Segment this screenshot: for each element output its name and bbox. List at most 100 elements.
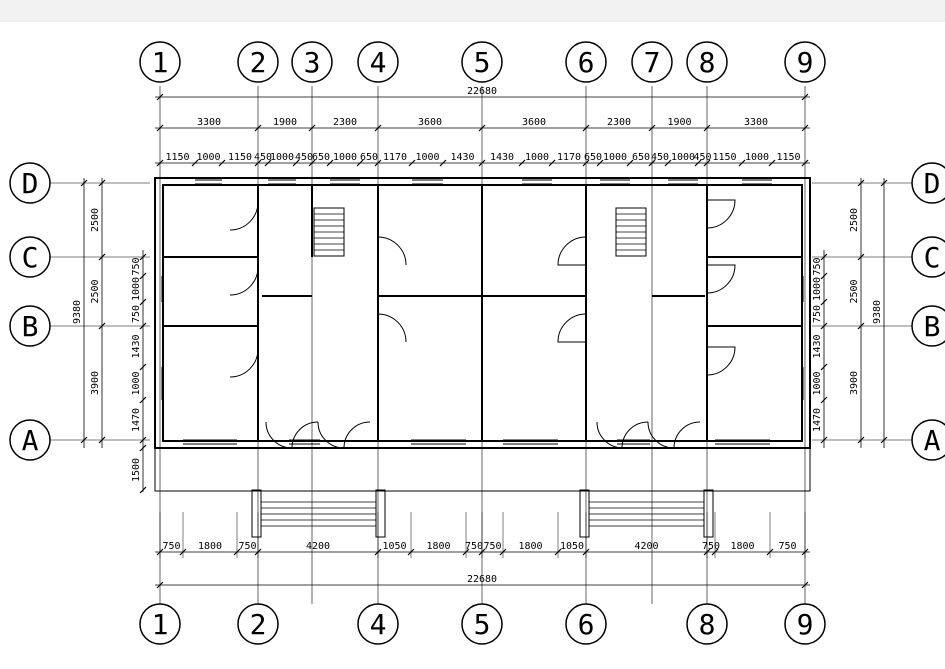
dimension-tick: [191, 159, 199, 167]
dimension-tick: [857, 179, 865, 187]
grid-bubble-top: 5: [461, 41, 503, 83]
dimension-tick: [582, 124, 590, 132]
dimension-text: 1000: [333, 152, 357, 163]
dimension-tick: [768, 159, 776, 167]
grid-bubble-label: 8: [699, 46, 716, 79]
grid-bubble-circle: [9, 419, 51, 461]
grid-bubble-top: 6: [565, 41, 607, 83]
grid-bubble-circle: [911, 305, 945, 347]
grid-bubble-label: 5: [474, 46, 491, 79]
dimension-tick: [254, 124, 262, 132]
dimension-text: 1500: [131, 458, 142, 482]
dimension-tick: [857, 322, 865, 330]
dimension-tick: [626, 159, 634, 167]
dimension-tick: [374, 124, 382, 132]
grid-bubble-circle: [686, 603, 728, 645]
entry-door-swing: [673, 421, 701, 449]
dimension-text: 2300: [333, 117, 357, 128]
dimension-tick: [478, 159, 486, 167]
grid-bubble-label: C: [22, 241, 39, 274]
dimension-text: 1430: [812, 334, 823, 358]
dimension-text: 1000: [812, 371, 823, 395]
dimension-text: 2500: [90, 279, 101, 303]
grid-bubble-label: D: [22, 167, 39, 200]
step-cheek: [579, 489, 590, 538]
dimension-text: 1170: [383, 152, 407, 163]
dimension-tick: [139, 253, 147, 261]
grid-bubble-top: 9: [784, 41, 826, 83]
door-swing: [377, 313, 407, 343]
grid-bubble-circle: [357, 41, 399, 83]
dimension-tick: [356, 159, 364, 167]
grid-bubble-label: D: [924, 167, 941, 200]
grid-bubble-label: 5: [474, 608, 491, 641]
grid-bubble-label: 1: [152, 608, 169, 641]
grid-bubble-bottom: 5: [461, 603, 503, 645]
grid-bubble-right: C: [911, 236, 945, 278]
grid-bubble-circle: [139, 41, 181, 83]
dimension-lines: [80, 93, 888, 589]
dimension-text: 750: [238, 541, 256, 552]
dimension-tick: [738, 159, 746, 167]
dimension-tick: [308, 159, 316, 167]
grid-bubble-bottom: 8: [686, 603, 728, 645]
grid-bubble-circle: [461, 603, 503, 645]
grid-bubble-circle: [291, 41, 333, 83]
dimension-text: 450: [693, 152, 711, 163]
grid-bubble-left: A: [9, 419, 51, 461]
step-cheek: [251, 489, 262, 538]
dimension-tick: [548, 159, 556, 167]
grid-bubble-left: B: [9, 305, 51, 347]
dimension-text: 650: [360, 152, 378, 163]
dimension-text: 1900: [667, 117, 691, 128]
dimension-tick: [703, 124, 711, 132]
grid-bubble-top: 8: [686, 41, 728, 83]
dimension-text: 1470: [812, 408, 823, 432]
dimension-tick: [98, 436, 106, 444]
grid-bubble-label: A: [924, 424, 941, 457]
dimension-tick: [880, 179, 888, 187]
dimension-text: 1000: [196, 152, 220, 163]
dimension-text: 22680: [467, 574, 497, 585]
dimension-text: 650: [312, 152, 330, 163]
grid-bubble-label: 8: [699, 608, 716, 641]
dimension-text: 1000: [671, 152, 695, 163]
grid-bubble-circle: [9, 162, 51, 204]
dimension-tick: [664, 159, 672, 167]
dimension-tick: [98, 179, 106, 187]
dimension-tick: [139, 322, 147, 330]
dimension-tick: [648, 159, 656, 167]
dimension-text: 1050: [382, 541, 406, 552]
dimension-tick: [801, 124, 809, 132]
grid-bubble-label: A: [22, 424, 39, 457]
grid-bubble-top: 7: [631, 41, 673, 83]
dimension-tick: [820, 272, 828, 280]
door-swing: [229, 201, 259, 231]
grid-bubble-circle: [784, 603, 826, 645]
grid-bubble-label: B: [924, 310, 941, 343]
dimension-text: 750: [812, 257, 823, 275]
plan-walls: [154, 177, 811, 449]
grid-bubble-label: 2: [250, 608, 267, 641]
grid-bubble-bottom: 2: [237, 603, 279, 645]
dimension-tick: [820, 253, 828, 261]
entry-door-swing: [265, 421, 293, 449]
dimension-text: 1000: [745, 152, 769, 163]
grid-bubble-circle: [911, 419, 945, 461]
dimension-text: 650: [632, 152, 650, 163]
dimension-tick: [156, 124, 164, 132]
grid-bubble-circle: [237, 603, 279, 645]
dimension-tick: [820, 322, 828, 330]
entry-door-swing: [343, 421, 371, 449]
grid-bubble-label: 7: [644, 46, 661, 79]
dimension-tick: [156, 581, 164, 589]
dimension-text: 1170: [557, 152, 581, 163]
dimension-tick: [694, 159, 702, 167]
dimension-tick: [218, 159, 226, 167]
grid-bubble-top: 4: [357, 41, 399, 83]
grid-bubble-bottom: 1: [139, 603, 181, 645]
dimension-text: 3300: [197, 117, 221, 128]
grid-bubble-circle: [784, 41, 826, 83]
